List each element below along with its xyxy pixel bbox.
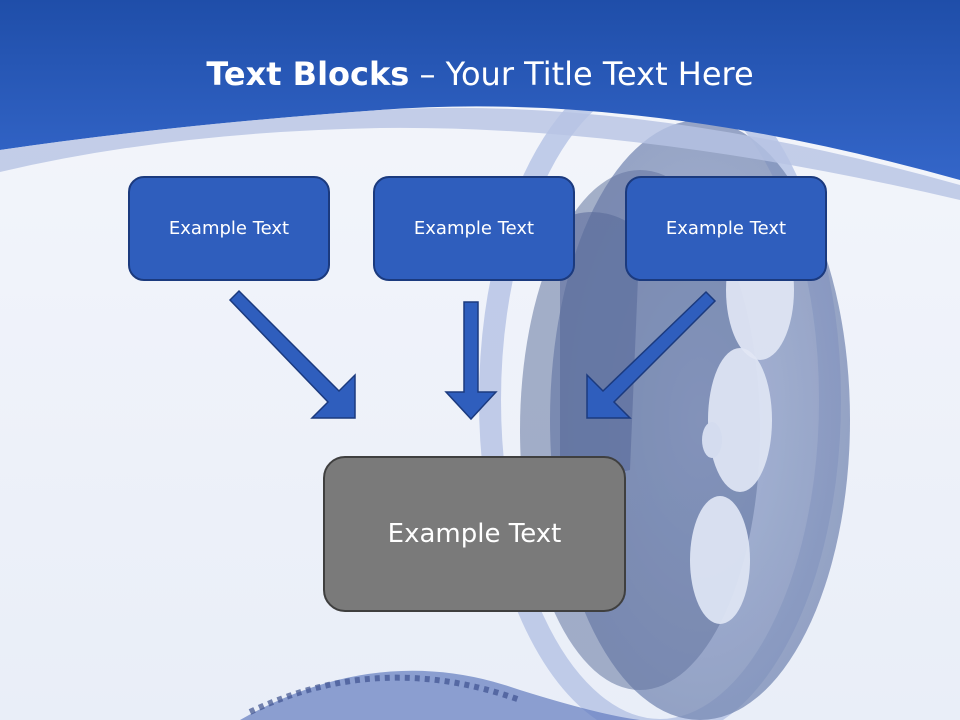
title-rest: Your Title Text Here [445, 55, 754, 93]
text-block-1: Example Text [128, 176, 330, 281]
arrow-right [586, 290, 717, 419]
text-block-3: Example Text [625, 176, 827, 281]
slide-title: Text Blocks – Your Title Text Here [0, 52, 960, 96]
title-dash: – [409, 55, 446, 93]
arrow-left [228, 289, 356, 419]
text-block-2: Example Text [373, 176, 575, 281]
center-text-block: Example Text [323, 456, 626, 612]
arrow-middle [444, 301, 498, 421]
title-bold: Text Blocks [206, 55, 410, 93]
